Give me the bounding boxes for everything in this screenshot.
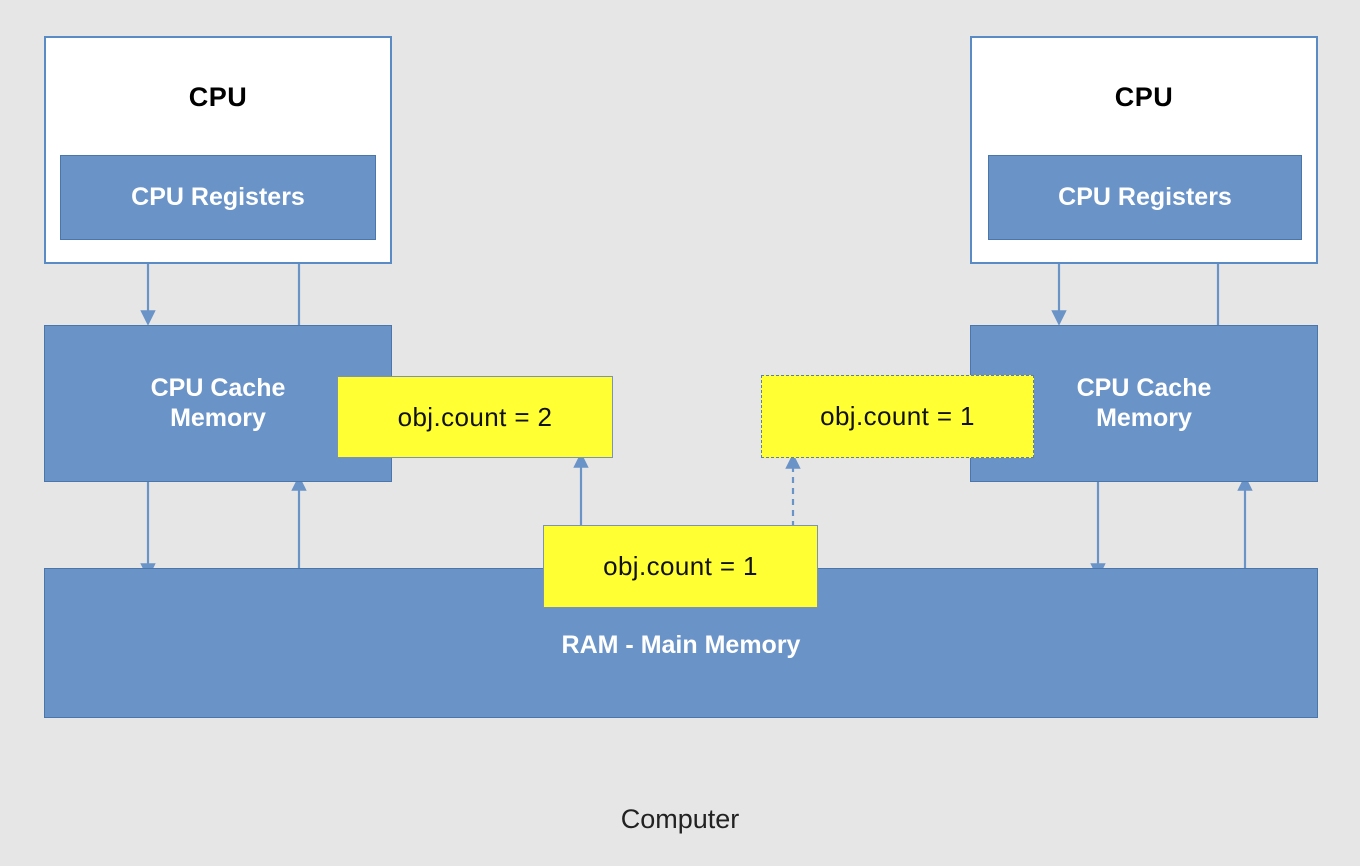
cpu-left-registers: CPU Registers [60, 155, 376, 240]
cpu-right-cache-label-line1: CPU Cache [1076, 374, 1212, 402]
callout-left-cache-value: obj.count = 2 [337, 376, 613, 458]
cpu-right-registers-label: CPU Registers [1058, 182, 1232, 211]
callout-left-cache-value-text: obj.count = 2 [397, 401, 553, 432]
callout-ram-value: obj.count = 1 [543, 525, 818, 608]
cpu-left-cache-label-line1: CPU Cache [150, 374, 286, 402]
cpu-right-cache-label-line2: Memory [1096, 403, 1192, 432]
cpu-right-title: CPU [1114, 82, 1174, 112]
ram-label: RAM - Main Memory [561, 631, 801, 659]
callout-right-cache-value-text: obj.count = 1 [820, 401, 975, 431]
cpu-right-registers: CPU Registers [988, 155, 1302, 240]
cpu-left-registers-label: CPU Registers [131, 182, 305, 211]
diagram-caption: Computer [620, 804, 740, 834]
cpu-left-cache-label-line2: Memory [170, 403, 266, 432]
cpu-left-title: CPU [188, 82, 248, 112]
callout-right-cache-value: obj.count = 1 [761, 375, 1034, 458]
callout-ram-value-text: obj.count = 1 [603, 551, 758, 581]
cpu-left-cache: CPU Cache Memory [44, 325, 392, 482]
